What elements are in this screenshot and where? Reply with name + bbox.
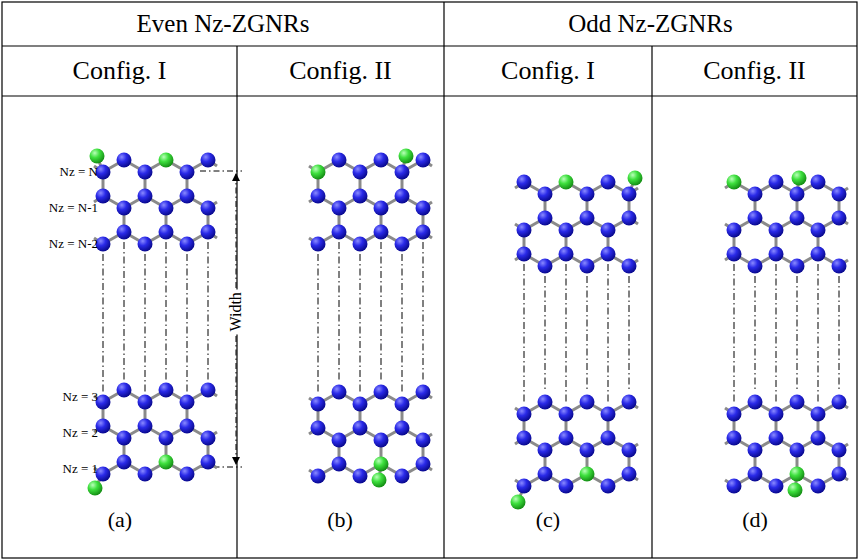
cell-text: Even Nz-ZGNRs	[137, 10, 310, 38]
config-cell: Config. I	[2, 46, 237, 96]
panel-letter: (c)	[536, 508, 560, 532]
config-cell: Config. II	[237, 46, 444, 96]
header-cell: Even Nz-ZGNRs	[2, 2, 444, 46]
header-cell: Odd Nz-ZGNRs	[444, 2, 857, 46]
cell-text: Config. I	[501, 57, 595, 86]
cell-text: Config. I	[73, 57, 167, 86]
lattice-group	[88, 149, 849, 510]
cell-text: Config. II	[703, 57, 806, 86]
cell-text: Config. II	[289, 57, 392, 86]
width-label: Width	[227, 289, 245, 334]
row-label: Nz = 3	[63, 390, 99, 404]
config-cell: Config. I	[444, 46, 652, 96]
row-label: Nz = N-1	[49, 201, 98, 215]
row-label: Nz = 1	[63, 462, 99, 476]
config-cell: Config. II	[652, 46, 857, 96]
panel-letter: (d)	[742, 508, 768, 532]
row-label: Nz = N-2	[49, 237, 98, 251]
row-label: Nz = N	[60, 165, 98, 179]
panel-letter: (b)	[327, 508, 353, 532]
cell-text: Odd Nz-ZGNRs	[568, 10, 733, 38]
row-label: Nz = 2	[63, 426, 99, 440]
panel-letter: (a)	[108, 508, 132, 532]
